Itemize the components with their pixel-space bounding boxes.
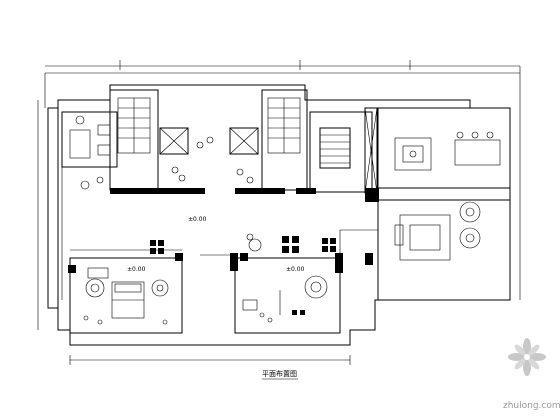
stair-core-right (229, 89, 308, 191)
bedroom (69, 257, 183, 334)
bedroom-level-label: ±0.00 (127, 266, 146, 273)
flower-logo-icon (508, 338, 546, 376)
partitions (70, 229, 378, 333)
stair-core-left (109, 89, 189, 191)
watermark-logo: zhulong.com (503, 338, 560, 411)
room-level-label: ±0.00 (286, 266, 305, 273)
drawing-title: 平面布置图 (262, 369, 297, 378)
central-stair (309, 107, 378, 194)
lounge (377, 107, 511, 301)
wall-blocks (68, 188, 379, 315)
watermark-text: zhulong.com (503, 401, 560, 411)
dimension-lines (37, 60, 521, 365)
bathroom (61, 111, 118, 168)
lobby-plants (80, 136, 262, 252)
hall-level-label: ±0.00 (188, 216, 207, 223)
